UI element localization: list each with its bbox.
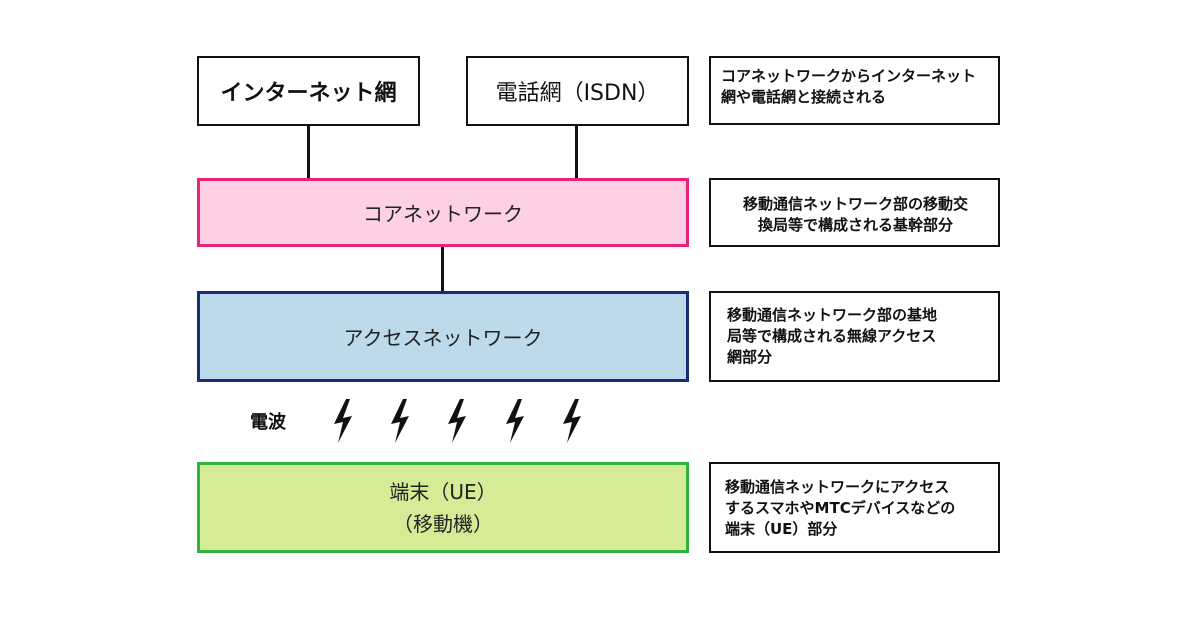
phone-network-label: 電話網（ISDN）: [495, 81, 660, 106]
lightning-bolt-icon: [506, 399, 524, 443]
internet-network-label: インターネット網: [220, 81, 397, 106]
connector-internet-core: [307, 126, 310, 178]
connector-core-access: [441, 247, 444, 291]
lightning-bolt-icon: [563, 399, 581, 443]
mobile-device-label: （移動機）: [393, 511, 493, 536]
radio-wave-label: 電波: [250, 412, 286, 433]
connector-phone-core: [575, 126, 578, 178]
phone-network-box: 電話網（ISDN）: [466, 56, 689, 126]
terminal-box: 端末（UE） （移動機）: [197, 462, 689, 553]
terminal-label: 端末（UE）: [389, 479, 497, 504]
description-top-networks: コアネットワークからインターネット 網や電話網と接続される: [709, 56, 1000, 125]
lightning-bolt-icon: [391, 399, 409, 443]
lightning-bolt-icon: [448, 399, 466, 443]
access-network-box: アクセスネットワーク: [197, 291, 689, 382]
internet-network-box: インターネット網: [197, 56, 420, 126]
lightning-bolt-icon: [334, 399, 352, 443]
description-terminal: 移動通信ネットワークにアクセス するスマホやMTCデバイスなどの 端末（UE）部…: [709, 462, 1000, 553]
description-core-network: 移動通信ネットワーク部の移動交 換局等で構成される基幹部分: [709, 178, 1000, 247]
core-network-box: コアネットワーク: [197, 178, 689, 247]
access-network-label: アクセスネットワーク: [343, 326, 543, 350]
description-access-network: 移動通信ネットワーク部の基地 局等で構成される無線アクセス 網部分: [709, 291, 1000, 382]
core-network-label: コアネットワーク: [363, 202, 523, 226]
